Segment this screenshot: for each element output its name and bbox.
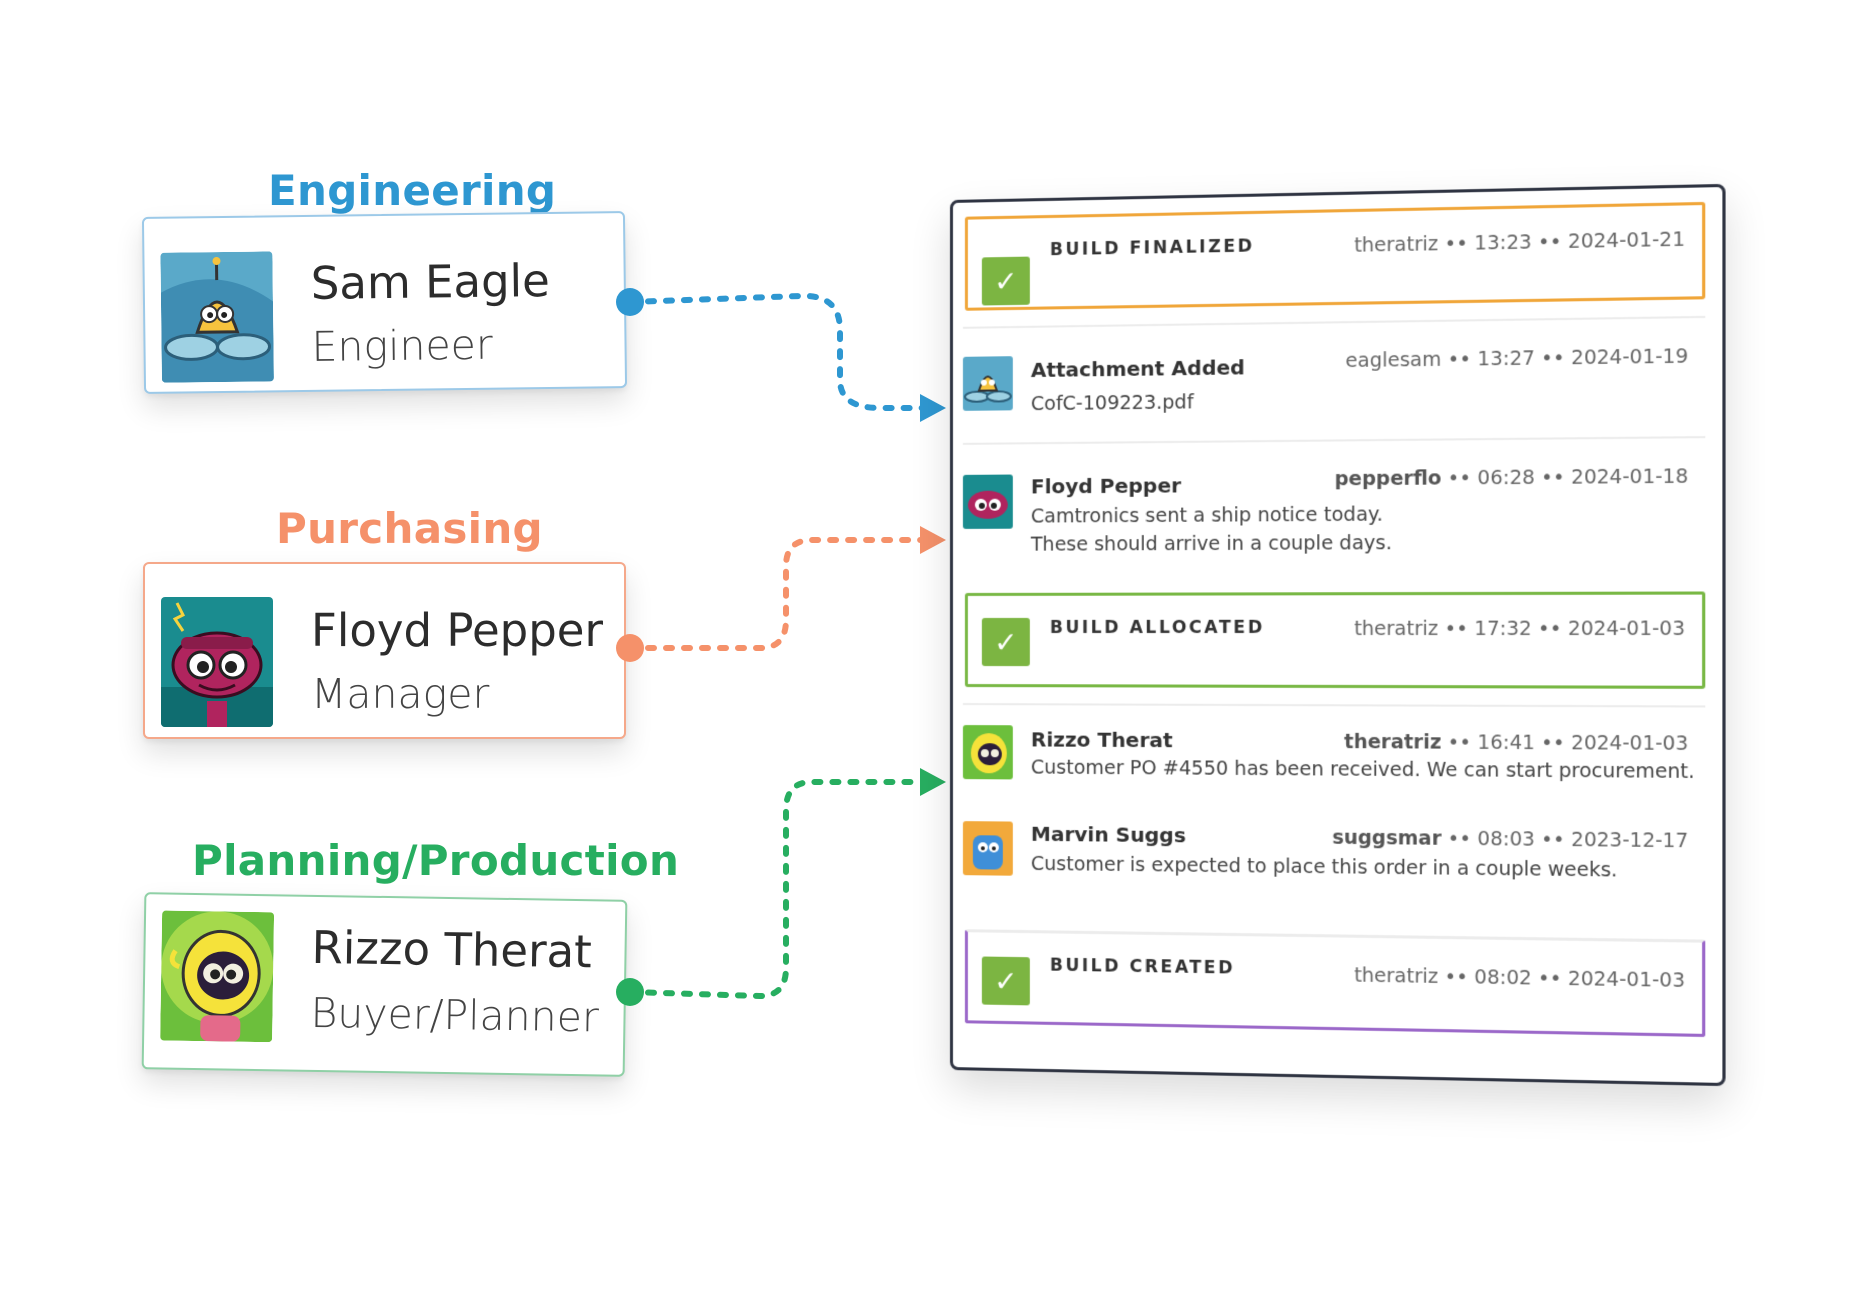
meta-separator: •• xyxy=(1447,348,1472,371)
activity-row-floyd-pepper[interactable]: Floyd Pepper Camtronics sent a ship noti… xyxy=(962,436,1706,575)
person-card-rizzo-therat[interactable]: Rizzo Therat Buyer/Planner xyxy=(141,892,628,1077)
row-meta: pepperflo •• 06:28 •• 2024-01-18 xyxy=(1335,465,1689,490)
person-role: Manager xyxy=(311,670,490,718)
meta-separator: •• xyxy=(1541,731,1565,755)
meta-time: 13:27 xyxy=(1477,347,1535,371)
event-title: BUILD ALLOCATED xyxy=(1049,617,1265,639)
meta-separator: •• xyxy=(1447,827,1472,851)
person-card-floyd-pepper[interactable]: Floyd Pepper Manager xyxy=(143,562,626,739)
yellow-robot-avatar-icon xyxy=(962,725,1013,780)
port-engineering[interactable] xyxy=(616,288,644,316)
meta-user: eaglesam xyxy=(1345,348,1442,373)
port-purchasing[interactable] xyxy=(616,634,644,662)
arrow-purchasing xyxy=(920,526,946,554)
connector-planning xyxy=(627,779,925,1000)
note-line-1: Camtronics sent a ship notice today. xyxy=(1030,503,1384,528)
meta-date: 2024-01-21 xyxy=(1567,228,1686,254)
meta-date: 2024-01-03 xyxy=(1567,967,1686,993)
meta-user: theratriz xyxy=(1344,730,1442,754)
connector-engineering xyxy=(627,292,925,411)
pink-robot-avatar-icon xyxy=(962,474,1013,529)
meta-user: theratriz xyxy=(1354,617,1439,641)
event-build-created[interactable]: ✓ BUILD CREATED theratriz •• 08:02 •• 20… xyxy=(964,929,1706,1038)
row-meta: suggsmar •• 08:03 •• 2023-12-17 xyxy=(1332,826,1688,852)
row-name: Floyd Pepper xyxy=(1030,473,1182,499)
meta-separator: •• xyxy=(1538,967,1562,991)
meta-time: 06:28 xyxy=(1477,466,1535,490)
activity-row-rizzo-therat[interactable]: Rizzo Therat Customer PO #4550 has been … xyxy=(962,703,1706,807)
attachment-filename[interactable]: CofC-109223.pdf xyxy=(1030,391,1194,416)
check-icon: ✓ xyxy=(981,256,1030,306)
event-build-allocated[interactable]: ✓ BUILD ALLOCATED theratriz •• 17:32 •• … xyxy=(964,591,1706,689)
connector-purchasing xyxy=(627,537,925,651)
drone-robot-avatar-icon xyxy=(962,356,1013,411)
meta-date: 2023-12-17 xyxy=(1571,828,1689,853)
activity-feed-panel: ✓ BUILD FINALIZED theratriz •• 13:23 •• … xyxy=(950,183,1726,1087)
blue-robot-avatar-icon xyxy=(962,821,1013,876)
meta-separator: •• xyxy=(1541,828,1565,852)
event-meta: theratriz •• 08:02 •• 2024-01-03 xyxy=(1354,964,1685,992)
meta-date: 2024-01-03 xyxy=(1567,617,1686,641)
meta-separator: •• xyxy=(1444,965,1468,989)
meta-separator: •• xyxy=(1541,346,1565,370)
meta-separator: •• xyxy=(1447,731,1472,754)
yellow-robot-avatar-icon xyxy=(160,910,275,1043)
meta-user: suggsmar xyxy=(1332,826,1442,850)
port-planning[interactable] xyxy=(616,978,644,1006)
meta-time: 13:23 xyxy=(1474,231,1532,255)
note-line-1: Customer is expected to place this order… xyxy=(1030,852,1618,882)
meta-user: theratriz xyxy=(1354,232,1439,257)
meta-date: 2024-01-18 xyxy=(1571,465,1689,489)
meta-user: pepperflo xyxy=(1334,467,1442,491)
row-name: Rizzo Therat xyxy=(1030,727,1173,753)
event-meta: theratriz •• 17:32 •• 2024-01-03 xyxy=(1354,617,1685,640)
activity-row-marvin-suggs[interactable]: Marvin Suggs Customer is expected to pla… xyxy=(962,799,1705,913)
department-label-planning: Planning/Production xyxy=(192,836,680,885)
meta-date: 2024-01-19 xyxy=(1571,345,1689,370)
event-build-finalized[interactable]: ✓ BUILD FINALIZED theratriz •• 13:23 •• … xyxy=(964,201,1706,311)
event-meta: theratriz •• 13:23 •• 2024-01-21 xyxy=(1354,228,1685,257)
meta-separator: •• xyxy=(1444,617,1468,641)
meta-separator: •• xyxy=(1447,466,1472,490)
note-line-1: Customer PO #4550 has been received. We … xyxy=(1030,756,1695,784)
meta-time: 17:32 xyxy=(1474,617,1532,641)
arrow-engineering xyxy=(920,394,946,422)
activity-row-attachment[interactable]: Attachment Added CofC-109223.pdf eaglesa… xyxy=(962,315,1706,439)
check-icon: ✓ xyxy=(981,956,1030,1006)
department-label-purchasing: Purchasing xyxy=(276,504,543,553)
person-card-sam-eagle[interactable]: Sam Eagle Engineer xyxy=(141,211,628,394)
event-title: BUILD FINALIZED xyxy=(1049,236,1255,261)
row-name: Marvin Suggs xyxy=(1030,821,1186,848)
row-meta: theratriz •• 16:41 •• 2024-01-03 xyxy=(1344,731,1688,755)
check-icon: ✓ xyxy=(981,617,1030,667)
meta-separator: •• xyxy=(1538,230,1562,254)
meta-time: 08:02 xyxy=(1474,966,1532,990)
meta-separator: •• xyxy=(1541,466,1565,489)
meta-separator: •• xyxy=(1538,617,1562,641)
note-line-2: These should arrive in a couple days. xyxy=(1030,531,1393,556)
pink-robot-avatar-icon xyxy=(161,597,273,727)
meta-user: theratriz xyxy=(1354,964,1439,989)
meta-separator: •• xyxy=(1444,232,1468,256)
department-label-engineering: Engineering xyxy=(268,166,557,215)
row-name: Attachment Added xyxy=(1030,355,1245,383)
meta-time: 08:03 xyxy=(1477,827,1535,851)
drone-robot-avatar-icon xyxy=(160,251,274,383)
row-meta: eaglesam •• 13:27 •• 2024-01-19 xyxy=(1346,345,1689,372)
meta-date: 2024-01-03 xyxy=(1571,731,1689,756)
event-title: BUILD CREATED xyxy=(1049,955,1236,979)
arrow-planning xyxy=(920,768,946,796)
meta-time: 16:41 xyxy=(1477,731,1535,755)
person-name: Floyd Pepper xyxy=(311,604,603,657)
